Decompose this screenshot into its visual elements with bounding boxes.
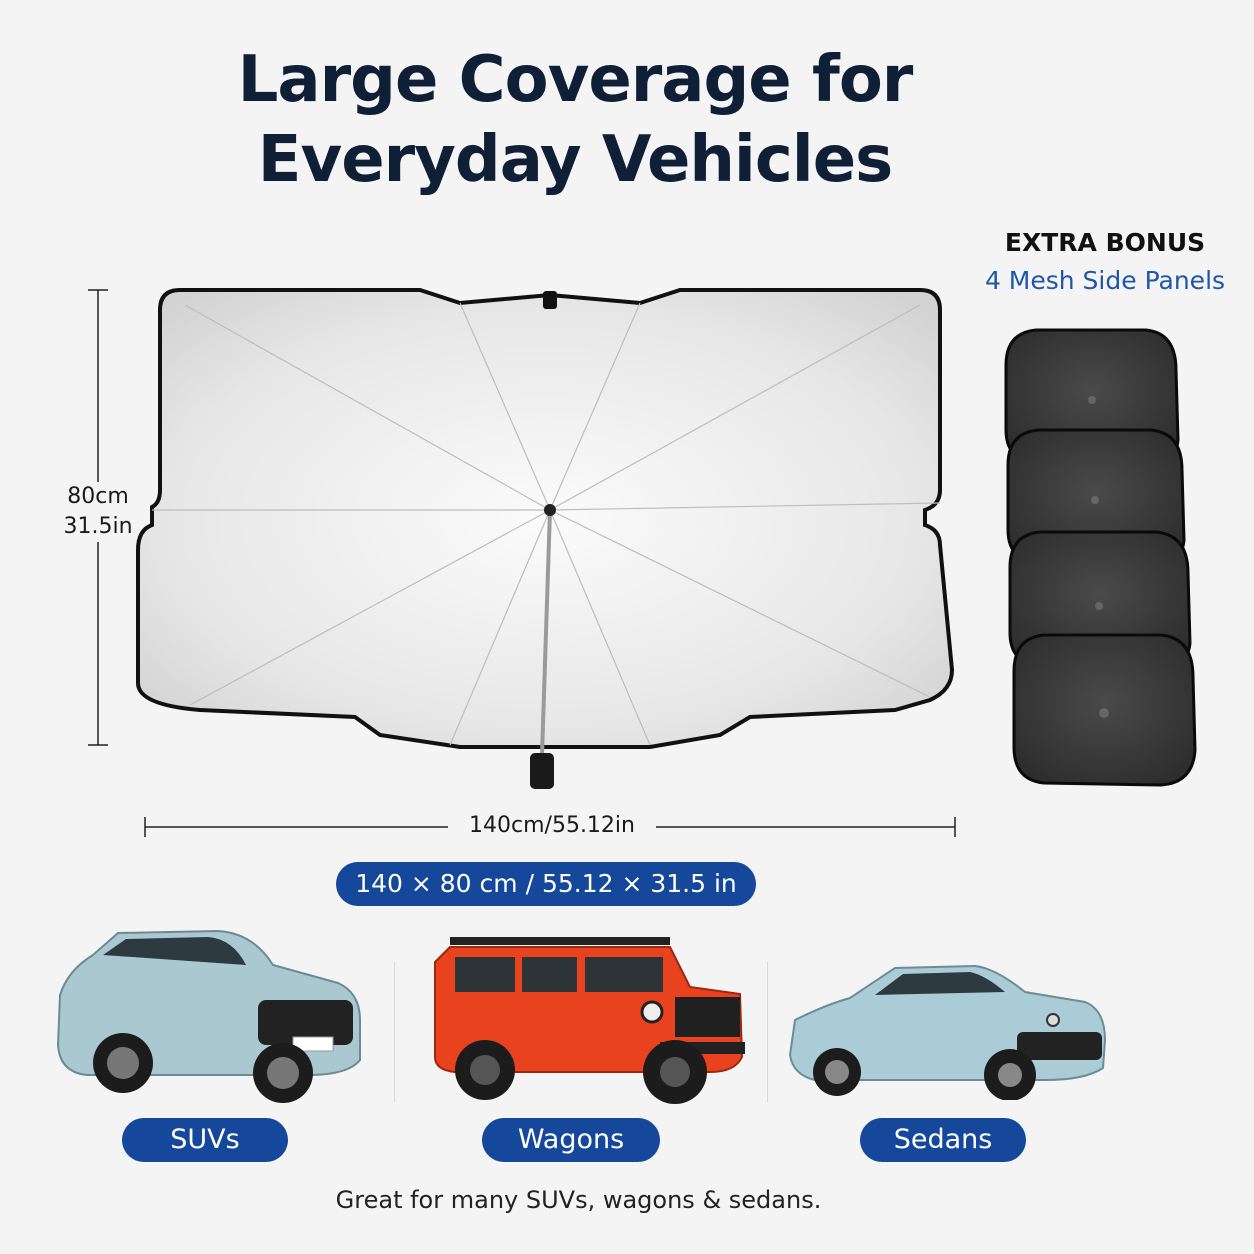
vehicle-divider [394, 962, 395, 1102]
footer-caption: Great for many SUVs, wagons & sedans. [335, 1186, 822, 1214]
mesh-side-panels-image [1004, 328, 1197, 787]
bonus-subtitle: 4 Mesh Side Panels [984, 266, 1226, 295]
mesh-panel-4 [1012, 633, 1197, 787]
umbrella-sunshade-image [136, 288, 955, 789]
suv-image [56, 929, 361, 1103]
headline-line-2: Everyday Vehicles [257, 123, 893, 197]
width-label: 140cm/55.12in [448, 811, 656, 841]
vehicle-divider [767, 962, 768, 1102]
headline-line-1: Large Coverage for [237, 43, 914, 117]
category-badge-sedans: Sedans [860, 1118, 1026, 1162]
height-cm: 80cm [67, 484, 129, 509]
headline: Large Coverage for Everyday Vehicles [0, 40, 1150, 200]
bonus-title: EXTRA BONUS [1004, 228, 1206, 257]
height-label: 80cm 31.5in [56, 482, 140, 542]
size-spec-badge: 140 × 80 cm / 55.12 × 31.5 in [336, 862, 756, 906]
height-in: 31.5in [63, 514, 133, 539]
offroad-wagon-image [434, 937, 745, 1104]
sedan-image [788, 964, 1107, 1100]
category-badge-wagons: Wagons [482, 1118, 660, 1162]
category-badge-suvs: SUVs [122, 1118, 288, 1162]
